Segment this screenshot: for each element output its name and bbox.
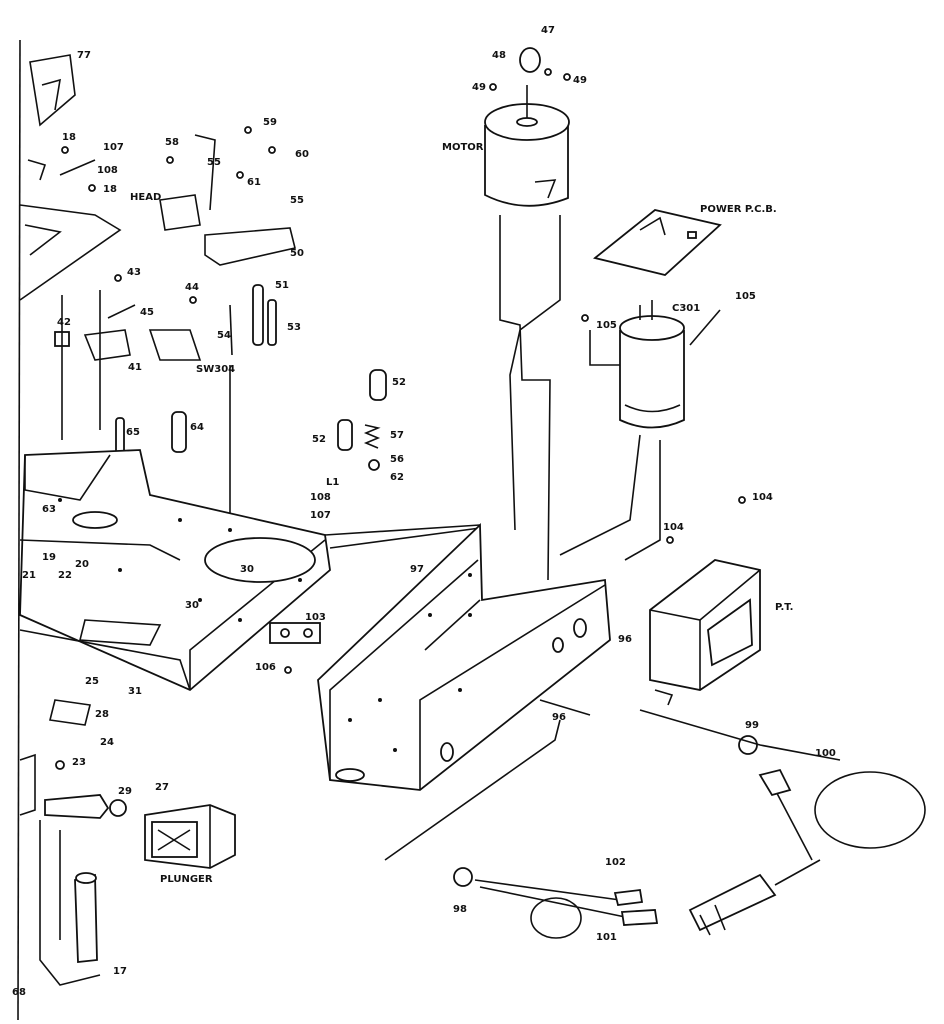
part-label-106: 106 <box>255 662 276 673</box>
part-label-48: 48 <box>492 50 506 61</box>
part-label-49a: 49 <box>472 82 486 93</box>
part-label-L1: L1 <box>326 477 339 488</box>
part-label-19: 19 <box>42 552 56 563</box>
plunger <box>44 794 236 869</box>
left-border-line <box>17 39 21 1021</box>
part-label-101: 101 <box>596 932 617 943</box>
component-name-labels: MOTOR POWER P.C.B. HEAD P.T. PLUNGER C30… <box>130 142 793 885</box>
part-label-21: 21 <box>22 570 36 581</box>
part-label-105b: 105 <box>596 320 617 331</box>
part-number-labels: 77 47 48 49 49 18 107 108 18 58 59 60 55… <box>12 25 836 998</box>
part-label-64: 64 <box>190 422 204 433</box>
part-label-43: 43 <box>127 267 141 278</box>
capacitor-c301 <box>619 300 685 429</box>
part-label-51: 51 <box>275 280 289 291</box>
part-label-30b: 30 <box>185 600 199 611</box>
plunger-label: PLUNGER <box>160 874 213 885</box>
part-label-61: 61 <box>247 177 261 188</box>
part-label-41: 41 <box>128 362 142 373</box>
cables-and-plugs <box>384 699 926 939</box>
part-label-99: 99 <box>745 720 759 731</box>
part-label-52b: 52 <box>312 434 326 445</box>
part-label-22: 22 <box>58 570 72 581</box>
part-label-42: 42 <box>57 317 71 328</box>
part-label-23: 23 <box>72 757 86 768</box>
part-label-62: 62 <box>390 472 404 483</box>
part-label-59: 59 <box>263 117 277 128</box>
part-label-55b: 55 <box>290 195 304 206</box>
part-label-60: 60 <box>295 149 309 160</box>
head-bracket <box>159 126 296 266</box>
part-label-53: 53 <box>287 322 301 333</box>
part-label-107b: 107 <box>310 510 331 521</box>
c301-label: C301 <box>672 303 700 314</box>
part-label-45: 45 <box>140 307 154 318</box>
part-label-100: 100 <box>815 748 836 759</box>
part-label-57: 57 <box>390 430 404 441</box>
part-label-24: 24 <box>100 737 114 748</box>
part-label-96a: 96 <box>618 634 632 645</box>
right-chassis <box>317 522 611 791</box>
part-label-31: 31 <box>128 686 142 697</box>
wiring-lines <box>61 215 721 581</box>
part-label-29: 29 <box>118 786 132 797</box>
lower-left-bracket <box>19 699 101 986</box>
part-label-104b: 104 <box>663 522 684 533</box>
bracket-77 <box>29 54 76 127</box>
part-label-68: 68 <box>12 987 26 998</box>
power-pcb <box>593 209 722 276</box>
motor-label: MOTOR <box>442 142 484 153</box>
part-label-17: 17 <box>113 966 127 977</box>
switch-brackets <box>54 304 202 361</box>
part-label-54: 54 <box>217 330 231 341</box>
part-label-105a: 105 <box>735 291 756 302</box>
springs-rods <box>115 284 387 471</box>
part-label-108b: 108 <box>310 492 331 503</box>
motor <box>484 47 570 207</box>
pt-label: P.T. <box>775 602 793 613</box>
part-label-108a: 108 <box>97 165 118 176</box>
part-label-18b: 18 <box>103 184 117 195</box>
terminal-103 <box>269 622 321 644</box>
part-label-20: 20 <box>75 559 89 570</box>
part-label-103: 103 <box>305 612 326 623</box>
part-label-18a: 18 <box>62 132 76 143</box>
part-label-107a: 107 <box>103 142 124 153</box>
main-chassis <box>19 449 331 692</box>
part-label-27: 27 <box>155 782 169 793</box>
part-label-49b: 49 <box>573 75 587 86</box>
part-label-65: 65 <box>126 427 140 438</box>
part-label-44: 44 <box>185 282 199 293</box>
head-label: HEAD <box>130 192 161 203</box>
part-label-63: 63 <box>42 504 56 515</box>
part-label-30a: 30 <box>240 564 254 575</box>
part-label-77: 77 <box>77 50 91 61</box>
part-label-56: 56 <box>390 454 404 465</box>
part-label-96b: 96 <box>552 712 566 723</box>
part-label-25: 25 <box>85 676 99 687</box>
part-label-58: 58 <box>165 137 179 148</box>
sw304-label: SW304 <box>196 364 235 375</box>
part-label-50: 50 <box>290 248 304 259</box>
part-label-52a: 52 <box>392 377 406 388</box>
power-transformer <box>649 559 761 706</box>
part-label-102: 102 <box>605 857 626 868</box>
power-pcb-label: POWER P.C.B. <box>700 204 777 215</box>
upper-left-plate <box>19 159 122 301</box>
part-label-98: 98 <box>453 904 467 915</box>
part-label-97: 97 <box>410 564 424 575</box>
part-label-55a: 55 <box>207 157 221 168</box>
part-label-104a: 104 <box>752 492 773 503</box>
part-label-47: 47 <box>541 25 555 36</box>
part-label-28: 28 <box>95 709 109 720</box>
